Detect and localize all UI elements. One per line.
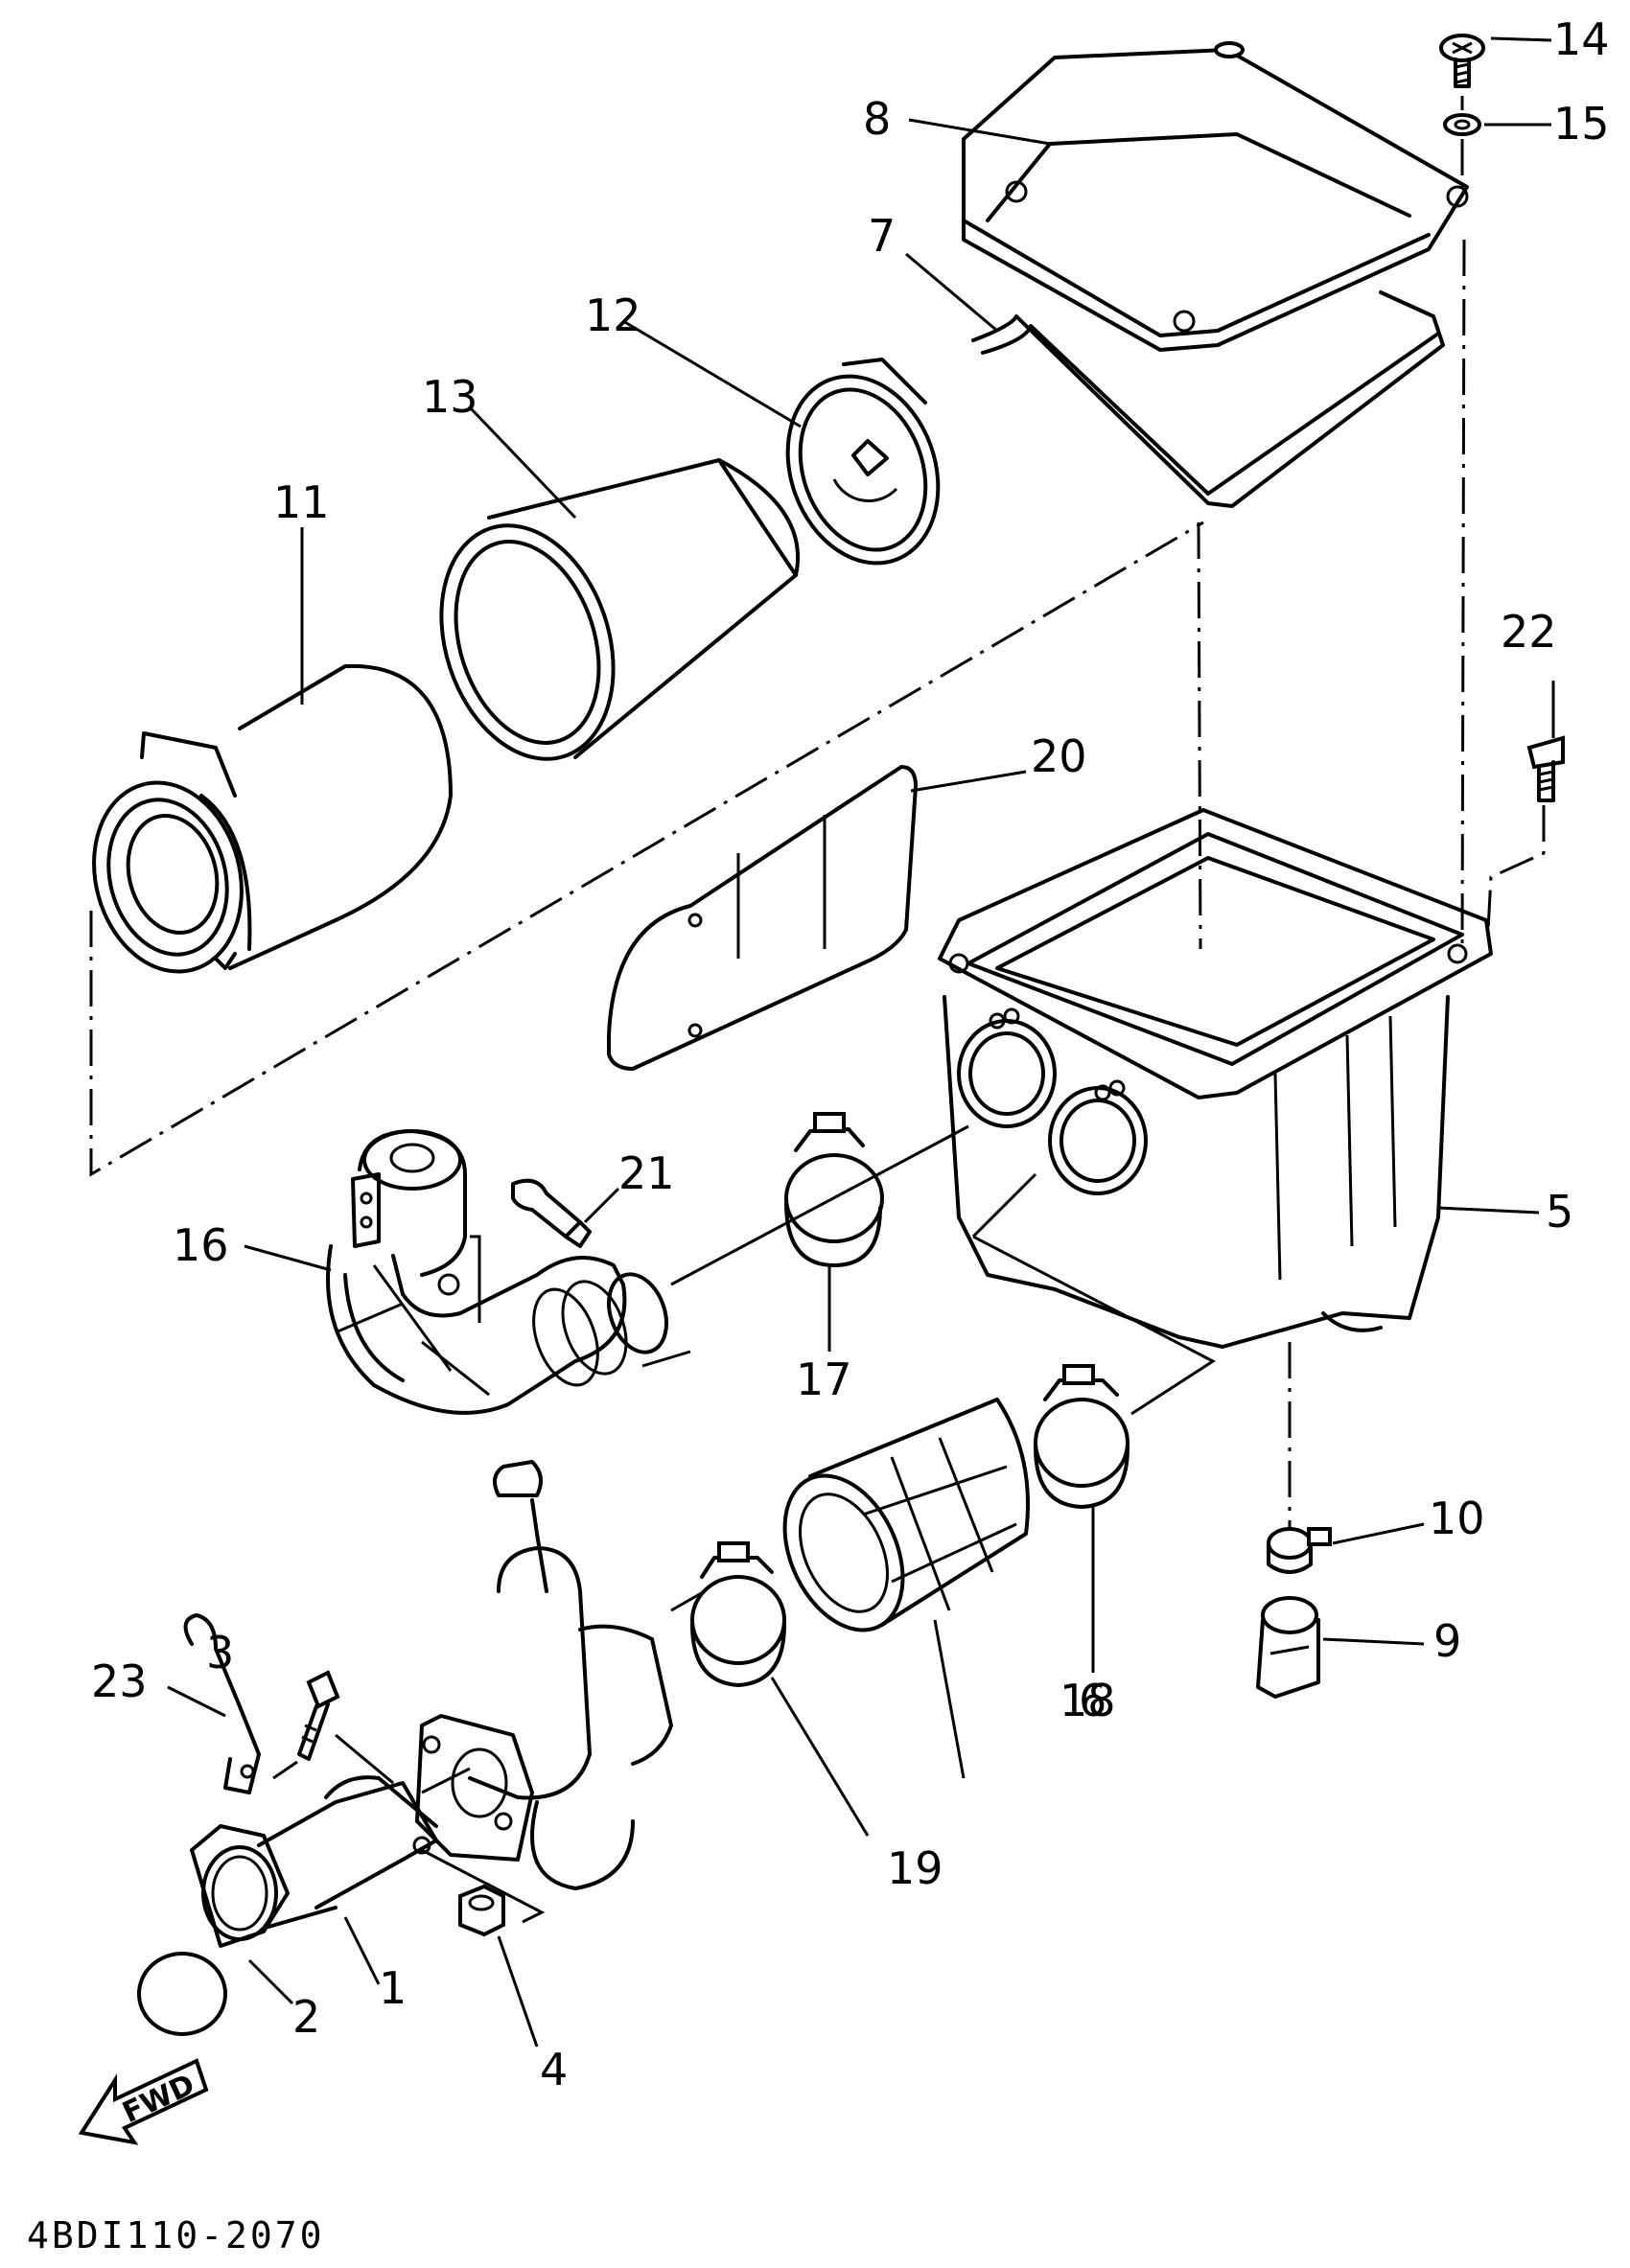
callout-17: 17: [796, 1354, 852, 1405]
part-17-clamp: [784, 1112, 884, 1267]
callout-5: 5: [1546, 1186, 1573, 1238]
part-1-intake-manifold: [190, 1775, 438, 1948]
part-4-nut: [458, 1884, 505, 1937]
callout-4: 4: [540, 2044, 568, 2095]
callout-6: 6: [1079, 1675, 1106, 1726]
part-8-airbox-cover: [962, 41, 1469, 352]
callout-20: 20: [1031, 730, 1087, 782]
carburetor-body: [415, 1460, 673, 1890]
callout-9: 9: [1433, 1615, 1461, 1667]
callout-16: 16: [173, 1219, 229, 1271]
part-5-airbox-case: [938, 808, 1493, 1349]
fwd-direction-arrow: FWD: [78, 2058, 209, 2145]
callout-8: 8: [863, 93, 891, 145]
part-20-cover-plate: [607, 765, 918, 1071]
callout-10: 10: [1429, 1493, 1485, 1544]
callout-1: 1: [379, 1962, 407, 2014]
part-10-clamp: [1267, 1527, 1332, 1574]
callout-22: 22: [1501, 606, 1557, 658]
part-18-clamp: [1034, 1364, 1129, 1509]
drawing-code: 4BDI110-2070: [27, 2214, 325, 2256]
part-21-hose: [511, 1178, 592, 1248]
callout-labels: 1 2 3 4 5 6 7 8 9 10 11 12 13 14 15 16 1…: [91, 13, 1610, 2095]
callout-13: 13: [422, 371, 478, 423]
part-13-filter-element: [439, 458, 801, 761]
callout-23: 23: [91, 1655, 148, 1707]
callout-18: 18: [1060, 1675, 1116, 1726]
part-3-screw: [297, 1670, 340, 1761]
part-14-screw: [1439, 34, 1485, 88]
part-2-seal: [137, 1952, 227, 2036]
callout-14: 14: [1553, 13, 1610, 65]
part-9-drain-cap: [1256, 1596, 1320, 1699]
assembly-lines: [89, 96, 1546, 1924]
callout-19: 19: [887, 1842, 943, 1894]
callout-leaders: [167, 36, 1555, 2048]
part-7-cover-gasket: [971, 290, 1445, 508]
callout-3: 3: [206, 1627, 234, 1678]
part-16-air-joint: [326, 1129, 668, 1415]
callout-11: 11: [273, 476, 330, 528]
part-12-filter-cap: [785, 358, 941, 566]
part-19-clamp: [690, 1541, 786, 1687]
part-15-washer: [1443, 113, 1481, 136]
callout-7: 7: [868, 210, 896, 262]
part-23-bracket: [183, 1613, 261, 1794]
part-22-bolt: [1526, 735, 1565, 802]
callout-2: 2: [292, 1991, 320, 2043]
callout-15: 15: [1553, 98, 1610, 150]
part-11-filter-guide: [92, 663, 453, 974]
callout-21: 21: [618, 1147, 675, 1199]
callout-12: 12: [585, 289, 641, 341]
part-6-carburetor-joint: [782, 1398, 1030, 1632]
